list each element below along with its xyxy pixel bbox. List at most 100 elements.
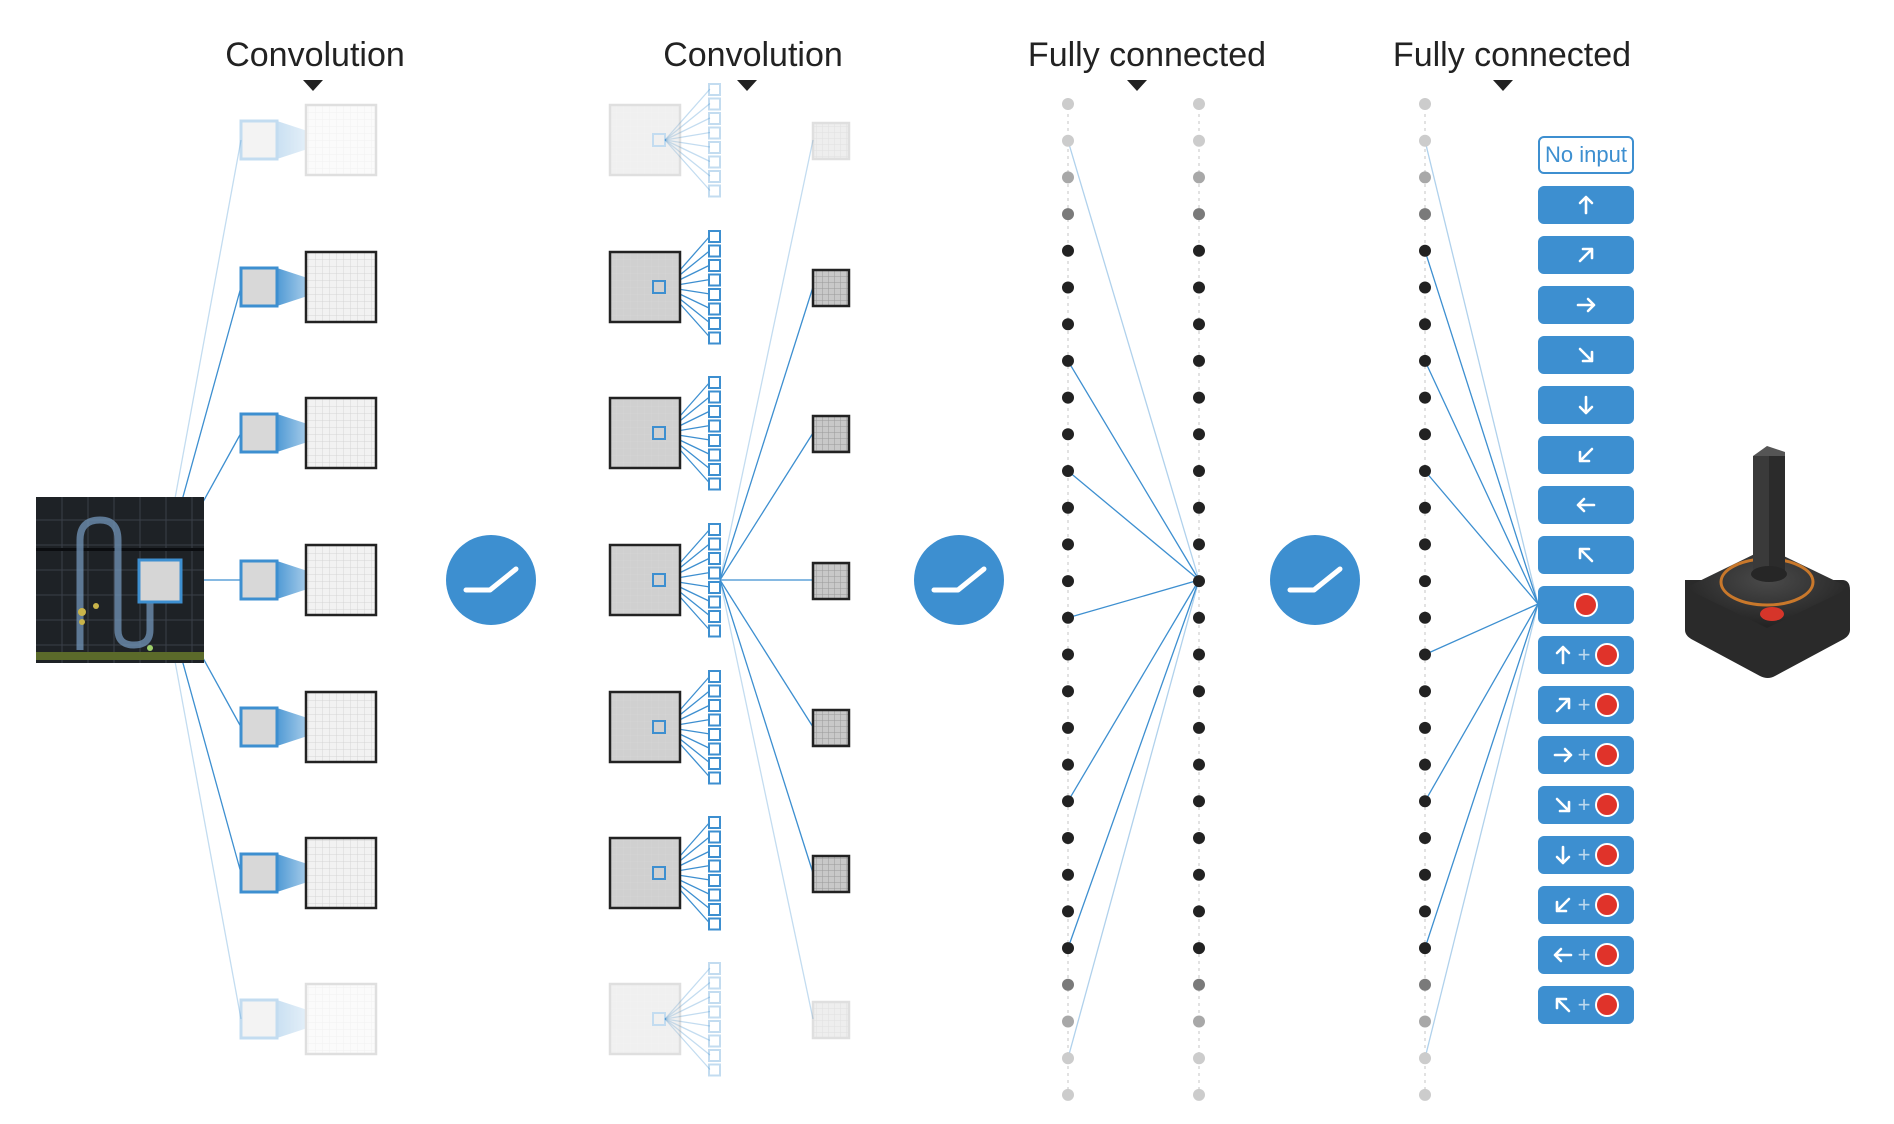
action-button xyxy=(1538,186,1634,224)
neuron-node xyxy=(1193,391,1205,404)
filter-weight xyxy=(708,244,721,258)
filter-kernel xyxy=(239,412,279,454)
arrow-down-right-icon xyxy=(1552,794,1574,816)
connection-line xyxy=(1067,360,1200,581)
filter-kernel xyxy=(239,119,279,161)
neuron-node xyxy=(1419,1088,1431,1101)
fire-button-icon xyxy=(1594,742,1620,768)
neuron-node xyxy=(1419,391,1431,404)
neuron-node xyxy=(1062,942,1074,955)
neuron-node xyxy=(1193,905,1205,918)
action-button: + xyxy=(1538,686,1634,724)
feature-map-grid xyxy=(304,103,378,177)
relu-icon xyxy=(914,535,1004,625)
connection-line xyxy=(1424,603,1539,949)
action-no-input: No input xyxy=(1538,136,1634,174)
filter-weight xyxy=(708,610,721,623)
neuron-node xyxy=(1419,721,1431,734)
action-button xyxy=(1538,286,1634,324)
filter-weight xyxy=(708,595,721,609)
connection-line xyxy=(1424,250,1539,605)
filter-weight xyxy=(708,757,721,770)
filter-weight xyxy=(708,112,721,125)
neuron-node xyxy=(1419,685,1431,698)
neuron-node xyxy=(1419,905,1431,918)
arrow-up-right-icon xyxy=(1552,694,1574,716)
arrow-right-icon xyxy=(1552,744,1574,766)
neuron-node xyxy=(1062,648,1074,661)
connection-line xyxy=(1424,140,1539,605)
neuron-node xyxy=(1419,611,1431,624)
arrow-right-icon xyxy=(1575,294,1597,316)
relu-icon xyxy=(1270,535,1360,625)
fire-button-icon xyxy=(1594,792,1620,818)
filter-weight xyxy=(708,976,721,990)
conv2-stack xyxy=(608,376,851,491)
neuron-node xyxy=(1193,1052,1205,1065)
neuron-node xyxy=(1419,465,1431,477)
connection-line xyxy=(1424,603,1539,1059)
fire-button-icon xyxy=(1594,842,1620,868)
arrow-left-icon xyxy=(1575,494,1597,516)
plus-sign: + xyxy=(1577,892,1591,917)
feature-map-grid xyxy=(608,836,682,910)
filter-weight xyxy=(708,302,721,316)
neuron-node xyxy=(1419,281,1431,294)
fire-button-icon xyxy=(1594,942,1620,968)
feature-map-grid xyxy=(608,982,682,1056)
arrow-up-right-icon xyxy=(1575,244,1597,266)
connection-line xyxy=(719,139,814,581)
filter-weight xyxy=(708,1005,721,1019)
neuron-node xyxy=(1062,538,1074,551)
neuron-node xyxy=(1193,1088,1205,1101)
filter-weight xyxy=(708,126,721,140)
filter-weight xyxy=(708,83,721,96)
conv1-filter xyxy=(239,250,378,324)
connection-line xyxy=(1424,603,1539,802)
arrow-up-icon xyxy=(1552,644,1574,666)
neuron-node xyxy=(1062,208,1074,221)
filter-weight xyxy=(708,448,721,462)
neuron-node xyxy=(1419,942,1431,955)
neuron-node xyxy=(1193,648,1205,661)
neuron-node xyxy=(1062,1052,1074,1065)
arrow-up-left-icon xyxy=(1552,994,1574,1016)
title-convolution-2: Convolution xyxy=(663,36,843,74)
filter-weight xyxy=(708,141,721,154)
neuron-node xyxy=(1193,171,1205,184)
fire-button-icon xyxy=(1594,692,1620,718)
neuron-node xyxy=(1193,685,1205,698)
action-button xyxy=(1538,336,1634,374)
neuron-node xyxy=(1193,244,1205,257)
filter-weight xyxy=(708,155,721,169)
game-screen-image xyxy=(36,497,204,663)
neuron-node xyxy=(1193,428,1205,441)
neuron-node xyxy=(1062,171,1074,184)
conv1-filter xyxy=(239,982,378,1056)
neuron-node xyxy=(1419,428,1431,441)
neuron-node xyxy=(1062,318,1074,331)
filter-weight xyxy=(708,888,721,902)
filter-weight xyxy=(708,1049,721,1062)
action-button xyxy=(1538,386,1634,424)
filter-weight xyxy=(708,523,721,536)
neuron-node xyxy=(1193,832,1205,844)
neuron-node xyxy=(1193,758,1205,771)
feature-map-grid xyxy=(304,690,378,764)
plus-sign: + xyxy=(1577,692,1591,717)
plus-sign: + xyxy=(1577,742,1591,767)
relu-icon xyxy=(446,535,536,625)
connection-line xyxy=(1424,603,1539,656)
pointer-arrow-icon xyxy=(1493,80,1513,91)
connection-line xyxy=(1067,579,1200,619)
filter-weight xyxy=(708,273,721,287)
neuron-node xyxy=(1419,538,1431,551)
action-button: + xyxy=(1538,936,1634,974)
filter-weight xyxy=(708,903,721,916)
neuron-node xyxy=(1193,611,1205,624)
filter-kernel xyxy=(652,573,666,587)
action-button xyxy=(1538,536,1634,574)
filter-weight xyxy=(708,537,721,551)
fire-button-icon xyxy=(1594,992,1620,1018)
filter-kernel xyxy=(652,1012,666,1026)
